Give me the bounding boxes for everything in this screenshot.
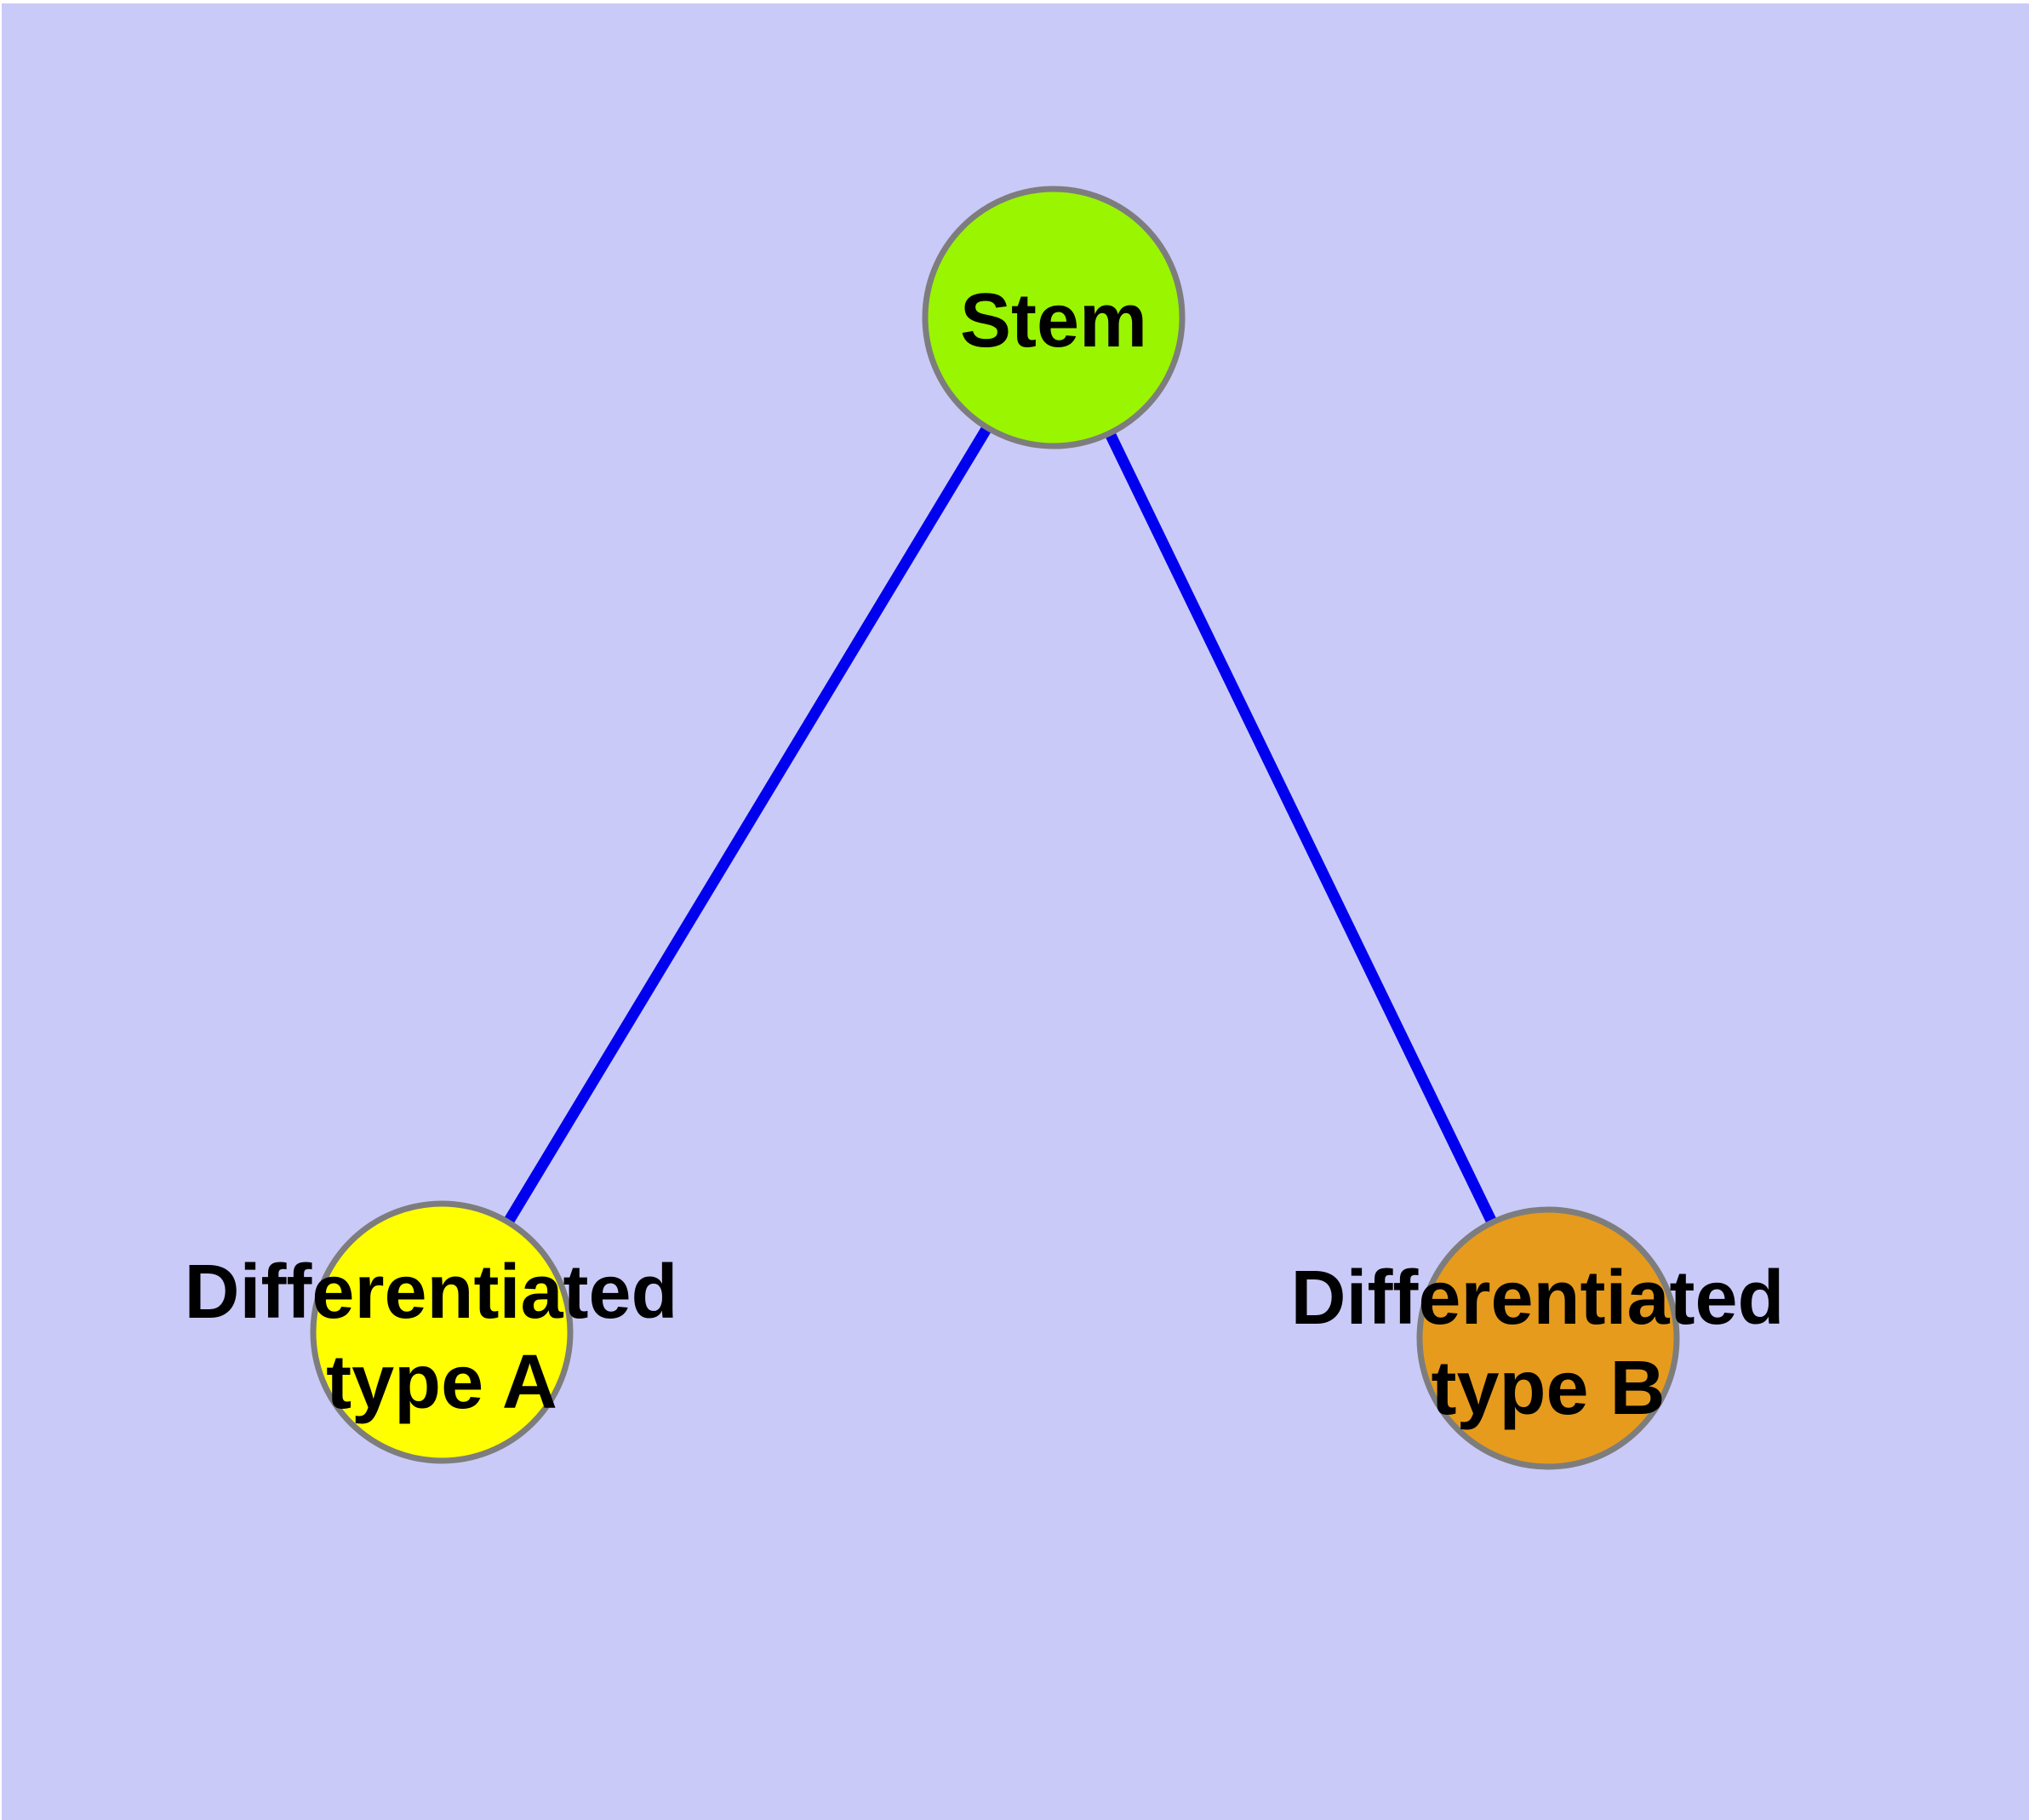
edge-stem-to-type-a[interactable] bbox=[437, 314, 1059, 1336]
left-margin-strip bbox=[0, 0, 2, 1820]
node-type-a-label-line2: type A bbox=[326, 1340, 557, 1425]
node-type-a-label-line1: Differentiated bbox=[184, 1250, 677, 1335]
node-type-a-label: Differentiated type A bbox=[184, 1250, 699, 1425]
node-stem[interactable] bbox=[922, 186, 1186, 449]
top-margin-strip bbox=[0, 0, 2029, 3]
node-differentiated-type-a[interactable] bbox=[310, 1200, 574, 1464]
node-differentiated-type-b[interactable] bbox=[1416, 1206, 1680, 1470]
node-type-b-label-line1: Differentiated bbox=[1290, 1256, 1784, 1341]
node-stem-label: Stem bbox=[960, 278, 1147, 363]
edge-stem-to-type-b[interactable] bbox=[1049, 315, 1553, 1341]
node-type-b-label-line2: type B bbox=[1431, 1346, 1665, 1431]
node-type-b-label: Differentiated type B bbox=[1290, 1256, 1805, 1431]
